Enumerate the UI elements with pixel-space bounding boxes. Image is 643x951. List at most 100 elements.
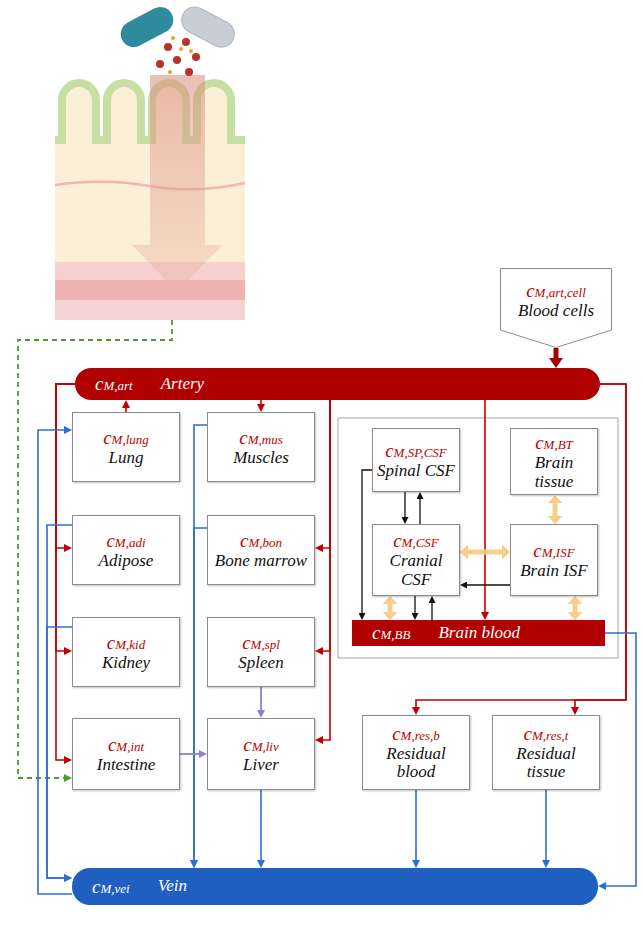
drug-particle (171, 36, 175, 40)
compartment-name: Bone marrow (215, 552, 307, 571)
compartment-name: Spleen (238, 654, 283, 673)
blood-cell-box: cM,art,cellBlood cells (500, 268, 612, 348)
drug-particle (189, 49, 193, 53)
drug-particle (182, 38, 190, 46)
compartment-name: Liver (243, 756, 279, 775)
flow-arrow (415, 790, 417, 860)
concentration-symbol: cM,kid (107, 632, 145, 654)
concentration-symbol: cM,vei (92, 876, 130, 898)
concentration-symbol: cM,ISF (533, 540, 574, 562)
concentration-symbol: cM,CSF (393, 530, 439, 552)
absorption-arrow (132, 75, 222, 292)
pentagon-shape (501, 269, 612, 348)
compartment-box: cM,intIntestine (72, 718, 180, 790)
compartment-box: cM,musMuscles (207, 412, 315, 482)
compartment-box: cM,res,bResidual blood (362, 715, 470, 790)
compartment-name: Cranial CSF (376, 552, 456, 589)
compartment-name: Kidney (102, 654, 150, 673)
compartment-name: Artery (161, 375, 204, 394)
concentration-symbol: cM,bon (240, 530, 282, 552)
compartment-box: cM,splSpleen (207, 617, 315, 687)
compartment-name: Muscles (233, 449, 289, 468)
compartment-box: cM,res,tResidual tissue (492, 715, 600, 790)
tissue-layer (55, 300, 245, 320)
flow-arrow (431, 603, 432, 620)
concentration-symbol: cM,BT (535, 432, 573, 454)
flow-arrow (323, 400, 330, 651)
flow-arrow (554, 348, 559, 358)
compartment-box: cM,CSFCranial CSF (372, 524, 460, 596)
flow-arrow (419, 499, 420, 524)
flow-arrow (323, 400, 330, 740)
flow-arrow (414, 596, 415, 613)
drug-particle (164, 43, 172, 51)
compartment-name: Brain tissue (514, 454, 594, 491)
flow-arrow (260, 400, 262, 404)
compartment-name: Spinal CSF (377, 462, 455, 481)
flow-arrow (362, 470, 372, 613)
drug-particle (173, 56, 181, 64)
compartment-box: cM,ISFBrain ISF (510, 524, 598, 596)
flow-arrow (467, 584, 510, 585)
compartment-box: cM,SP,CSFSpinal CSF (372, 428, 460, 492)
flow-arrow (545, 790, 547, 860)
flow-arrow (388, 604, 393, 612)
concentration-symbol: cM,SP,CSF (385, 440, 447, 462)
flow-arrow (260, 790, 262, 860)
concentration-symbol: cM,res,t (524, 723, 569, 745)
vessel-band: cM,vei Vein (72, 868, 598, 905)
compartment-name: Residual blood (366, 745, 466, 782)
concentration-symbol: cM,adi (106, 530, 145, 552)
flow-arrow (194, 528, 207, 860)
compartment-box: cM,livLiver (207, 718, 315, 790)
compartment-name: Brain blood (438, 624, 520, 643)
concentration-symbol: cM,BB (372, 622, 410, 644)
drug-particle (185, 68, 193, 76)
drug-particle (156, 60, 164, 68)
compartment-name: Lung (109, 449, 144, 468)
compartment-box: cM,adiAdipose (72, 515, 180, 585)
concentration-symbol: cM,lung (103, 427, 149, 449)
flow-arrow (605, 633, 636, 886)
compartment-box: cM,bonBone marrow (207, 515, 315, 585)
flow-arrow (404, 492, 405, 517)
concentration-symbol: cM,int (108, 734, 144, 756)
compartment-box: cM,BTBrain tissue (510, 428, 598, 495)
tissue-layer (55, 280, 245, 300)
flow-arrow (468, 550, 502, 555)
tissue-layer (55, 262, 245, 280)
compartment-name: Intestine (97, 756, 156, 775)
flow-arrow (260, 687, 262, 710)
flow-arrow (38, 430, 72, 894)
compartment-name: Brain ISF (520, 562, 588, 581)
compartment-name: Vein (158, 877, 187, 896)
compartment-name: Residual tissue (496, 745, 596, 782)
compartment-name: Blood cells (518, 302, 594, 321)
flow-arrow (484, 400, 486, 612)
capsule-half (177, 2, 239, 51)
concentration-symbol: cM,res,b (392, 723, 440, 745)
drug-particle (192, 53, 200, 61)
vessel-band: cM,art Artery (75, 368, 600, 400)
compartment-box: cM,lungLung (72, 412, 180, 482)
capsule-half (116, 2, 178, 51)
flow-arrow (194, 425, 207, 860)
drug-particle (179, 47, 183, 51)
flow-arrow (47, 627, 72, 878)
concentration-symbol: cM,art,cell (526, 280, 586, 302)
flow-arrow (553, 503, 558, 516)
compartment-box: cM,kidKidney (72, 617, 180, 687)
flow-arrow (180, 753, 199, 755)
brain-region-box (338, 418, 618, 658)
concentration-symbol: cM,art (95, 373, 133, 395)
drug-particle (168, 70, 172, 74)
concentration-symbol: cM,mus (239, 427, 282, 449)
concentration-symbol: cM,spl (242, 632, 280, 654)
flow-arrow (323, 400, 330, 548)
concentration-symbol: cM,liv (243, 734, 279, 756)
vessel-band: cM,BB Brain blood (352, 620, 605, 646)
flow-arrow (47, 525, 72, 878)
flow-arrow (573, 604, 578, 612)
compartment-name: Adipose (99, 552, 154, 571)
